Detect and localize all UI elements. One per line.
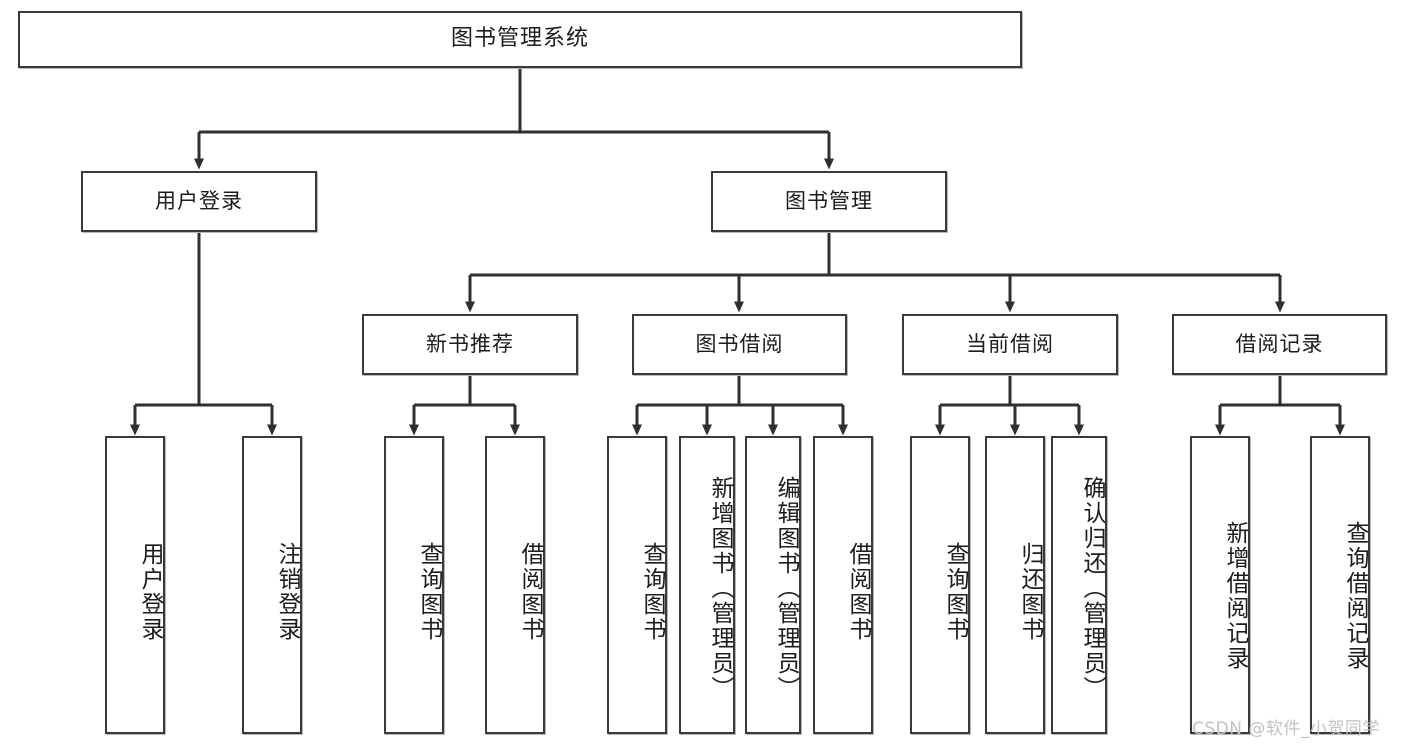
node-label: 注销登录 xyxy=(274,542,300,642)
leaf-query-book-3[interactable]: 查询图书 xyxy=(910,436,970,734)
node-label: 当前借阅 xyxy=(966,331,1054,356)
leaf-query-borrow-record[interactable]: 查询借阅记录 xyxy=(1310,436,1370,734)
node-new-book-recommend[interactable]: 新书推荐 xyxy=(362,314,578,375)
node-book-manage[interactable]: 图书管理 xyxy=(711,171,947,232)
node-label: 借阅图书 xyxy=(517,542,543,642)
node-label: 查询借阅记录 xyxy=(1342,521,1368,671)
leaf-return-book[interactable]: 归还图书 xyxy=(985,436,1045,734)
node-current-borrow[interactable]: 当前借阅 xyxy=(902,314,1118,375)
node-label: 借阅记录 xyxy=(1235,331,1324,356)
leaf-borrow-book-2[interactable]: 借阅图书 xyxy=(813,436,873,734)
node-book-borrow[interactable]: 图书借阅 xyxy=(632,314,847,375)
node-borrow-record[interactable]: 借阅记录 xyxy=(1172,314,1387,375)
node-label: 查询图书 xyxy=(942,542,968,642)
node-label: 归还图书 xyxy=(1017,542,1043,642)
node-label: 图书管理系统 xyxy=(450,26,589,52)
leaf-logout[interactable]: 注销登录 xyxy=(242,436,302,734)
node-label: 确认归还（管理员） xyxy=(1079,475,1105,701)
leaf-confirm-return-admin[interactable]: 确认归还（管理员） xyxy=(1051,436,1107,734)
node-label: 新书推荐 xyxy=(426,331,514,356)
leaf-add-book-admin[interactable]: 新增图书（管理员） xyxy=(679,436,735,734)
node-root-system[interactable]: 图书管理系统 xyxy=(18,11,1022,68)
leaf-edit-book-admin[interactable]: 编辑图书（管理员） xyxy=(745,436,801,734)
node-label: 编辑图书（管理员） xyxy=(773,475,799,701)
node-label: 新增图书（管理员） xyxy=(707,475,733,701)
node-label: 查询图书 xyxy=(416,542,442,642)
leaf-add-borrow-record[interactable]: 新增借阅记录 xyxy=(1190,436,1250,734)
node-label: 借阅图书 xyxy=(845,542,871,642)
leaf-borrow-book-1[interactable]: 借阅图书 xyxy=(485,436,545,734)
node-label: 图书管理 xyxy=(785,188,873,213)
leaf-query-book-2[interactable]: 查询图书 xyxy=(607,436,667,734)
node-label: 用户登录 xyxy=(155,188,243,213)
leaf-user-login[interactable]: 用户登录 xyxy=(105,436,165,734)
node-user-login[interactable]: 用户登录 xyxy=(81,171,317,232)
csdn-watermark: CSDN @软件_小贺同学 xyxy=(1192,719,1380,739)
leaf-query-book-1[interactable]: 查询图书 xyxy=(384,436,444,734)
node-label: 查询图书 xyxy=(639,542,665,642)
node-label: 图书借阅 xyxy=(695,331,784,356)
node-label: 用户登录 xyxy=(137,542,163,642)
node-label: 新增借阅记录 xyxy=(1222,521,1248,671)
